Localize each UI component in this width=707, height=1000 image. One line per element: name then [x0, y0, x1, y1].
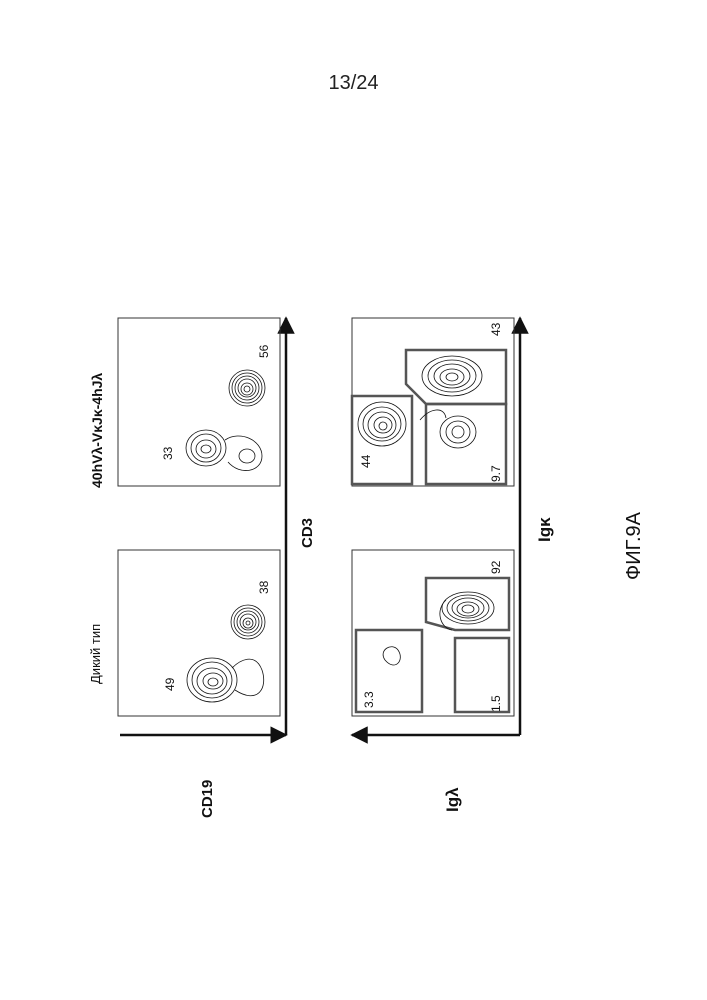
figure-label: ФИГ.9А: [623, 511, 645, 580]
gate-percent-double-negative: 9.7: [489, 465, 503, 482]
column-label-mutant: 40hVλ-VκJκ-4hJλ: [89, 373, 105, 488]
plot-frame: [118, 550, 280, 716]
axis-label-iglambda: Igλ: [443, 787, 462, 812]
gate-iglambda: [352, 396, 412, 484]
axis-label-cd3: CD3: [299, 518, 316, 548]
contour-population-cd3: [231, 605, 265, 639]
contour-population-double-negative: [420, 410, 476, 448]
gate-percent-igkappa: 92: [489, 560, 503, 574]
gate-percent-double-negative: 1.5: [489, 695, 503, 712]
contour-population-igkappa: [422, 356, 482, 396]
axis-label-cd19: CD19: [199, 780, 216, 818]
gate-percent-cd19: 49: [163, 677, 177, 691]
contour-population-iglambda: [383, 647, 400, 665]
gate-percent-cd3: 38: [257, 580, 271, 594]
contour-population-iglambda: [358, 402, 406, 446]
gate-percent-cd19: 33: [161, 446, 175, 460]
gate-percent-iglambda: 44: [359, 454, 373, 468]
panel-mutant-cd19-cd3: 33 56: [118, 318, 280, 486]
contour-population-cd19: [187, 658, 264, 702]
contour-population-cd3: [229, 370, 265, 406]
gate-igkappa: [426, 578, 509, 630]
panel-mutant-iglambda-igkappa: 44 9.7 43: [352, 318, 514, 486]
contour-population-cd19: [186, 430, 262, 471]
gate-percent-cd3: 56: [257, 344, 271, 358]
gate-percent-iglambda: 3.3: [362, 691, 376, 708]
panel-wt-cd19-cd3: 49 38: [118, 550, 280, 716]
contour-population-igkappa: [440, 592, 494, 630]
plot-frame: [352, 318, 514, 486]
gate-percent-igkappa: 43: [489, 322, 503, 336]
panel-wt-iglambda-igkappa: 3.3 1.5 92: [352, 550, 514, 716]
column-label-wild-type: Дикий тип: [88, 624, 103, 684]
axis-label-igkappa: Igκ: [535, 517, 554, 542]
